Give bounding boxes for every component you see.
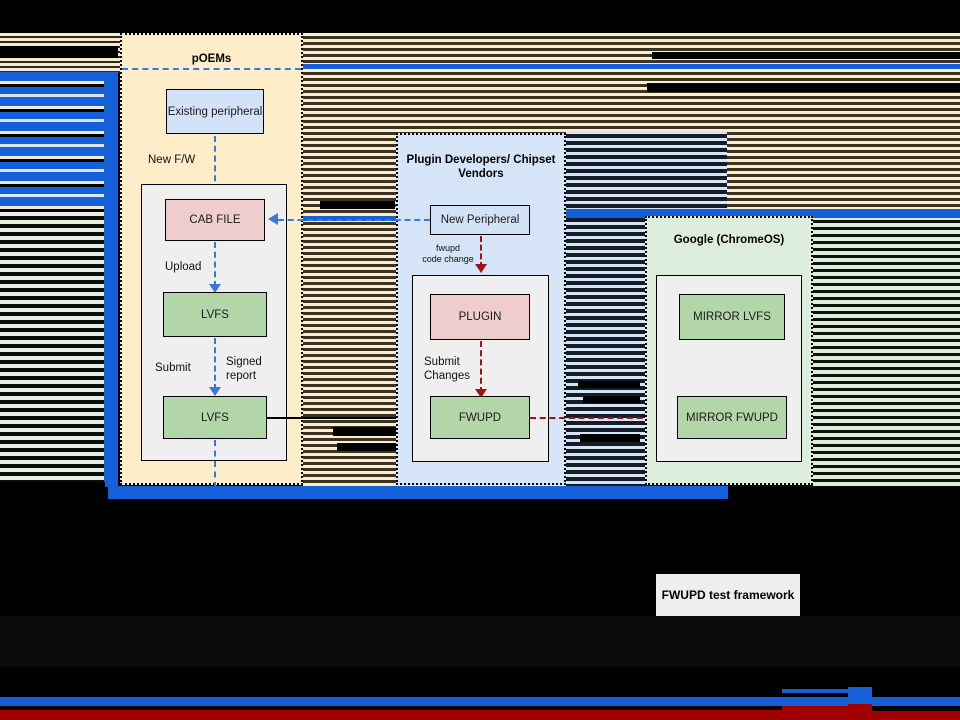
glitch-blue-bar-left [104,72,118,212]
node-mirror-lvfs[interactable]: MIRROR LVFS [679,294,785,340]
arrow-left-to-cab [268,213,278,225]
glitch-blue-strip-left [104,212,118,487]
edge-newperipheral-to-plugin [480,236,482,268]
glitch-band-top-left [0,33,120,73]
glitch-smear-6 [580,434,640,442]
glitch-smear-3 [320,201,395,209]
label-fwupd-code-change: fwupd code change [422,243,474,264]
glitch-band-top-left-2 [0,58,120,72]
edge-lvfs-to-lvfs [214,338,216,390]
zone-google-title: Google (ChromeOS) [673,234,785,246]
legend-fwupd-test-framework: FWUPD test framework [656,574,800,616]
glitch-smear-8 [337,443,400,451]
edge-fwupd-to-mirror-fwupd [530,417,662,419]
glitch-bottom-black-3 [872,689,960,697]
glitch-smear-5 [583,396,640,403]
glitch-tan-field-right [727,33,960,216]
node-new-peripheral[interactable]: New Peripheral [430,205,530,235]
glitch-bottom-blue-wide [0,697,960,706]
arrow-down-lvfs-to-lvfs [209,387,221,396]
poems-top-dashed-divider [122,68,301,70]
arrow-down-plugin-to-fwupd [475,389,487,398]
node-lvfs-submit[interactable]: LVFS [163,396,267,439]
node-lvfs-upload[interactable]: LVFS [163,292,267,337]
glitch-green-field-right [812,216,960,487]
label-new-fw: New F/W [148,154,196,166]
glitch-smear-7 [333,427,400,436]
glitch-smear-4 [578,381,640,388]
glitch-blue-line-top [303,64,960,69]
glitch-bottom-blue-bar-1 [108,486,728,495]
glitch-bottom-red-wide [0,710,960,720]
edge-lvfs-down-exit [214,440,216,488]
arrow-down-to-plugin [475,264,487,273]
edge-cab-to-lvfs [214,242,216,287]
glitch-bottom-dark-field [0,616,960,667]
glitch-bottom-blue-bar-2 [108,491,728,499]
label-upload: Upload [165,261,202,273]
node-cab-file[interactable]: CAB FILE [165,199,265,241]
glitch-bottom-black-1 [0,499,960,523]
label-submit: Submit [155,362,191,374]
glitch-bottom-red-thin [782,706,914,710]
edge-plugin-to-fwupd [480,341,482,393]
arrow-down-cab-to-lvfs [209,284,221,293]
glitch-green-field-left [0,212,118,487]
glitch-black-top-left [0,46,118,58]
zone-plugin-title: Plugin Developers/ Chipset Vendors [406,154,556,180]
glitch-smear-1 [652,52,960,59]
glitch-bottom-red-block [848,704,872,713]
glitch-bottom-blue-block [848,687,872,700]
node-fwupd[interactable]: FWUPD [430,396,530,439]
glitch-blue-column-left [0,72,118,212]
glitch-bottom-black-4 [872,706,960,711]
node-mirror-fwupd[interactable]: MIRROR FWUPD [677,396,787,439]
glitch-bottom-blue-thin-1 [782,689,914,693]
edge-existing-to-cab [214,136,216,191]
label-signed-report: Signed report [226,356,262,382]
glitch-smear-2 [647,83,960,92]
node-existing-peripheral[interactable]: Existing peripheral [166,89,264,134]
edge-newperipheral-to-cab [278,219,430,221]
glitch-bottom-black-2 [0,667,960,689]
zone-poems-title: pOEMs [191,53,232,65]
glitch-black-left-low [0,482,105,492]
label-submit-changes: Submit Changes [424,356,471,382]
edge-lvfs-to-fwupd [267,417,418,419]
node-plugin[interactable]: PLUGIN [430,294,530,340]
